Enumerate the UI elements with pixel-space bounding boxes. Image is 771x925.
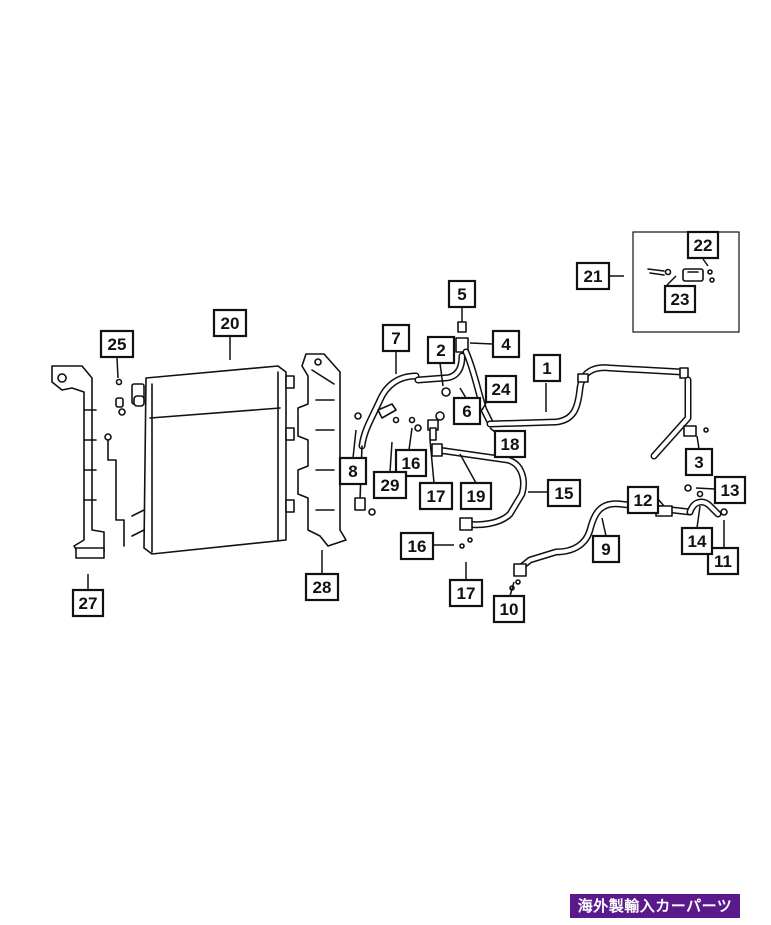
- callout-24: 24: [484, 374, 518, 404]
- svg-text:7: 7: [391, 329, 400, 348]
- svg-text:15: 15: [555, 484, 574, 503]
- svg-text:22: 22: [694, 236, 713, 255]
- svg-text:17: 17: [457, 584, 476, 603]
- callout-22: 22: [686, 230, 720, 260]
- svg-text:2: 2: [436, 341, 445, 360]
- callout-18: 18: [493, 429, 527, 459]
- callout-23: 23: [663, 284, 697, 314]
- svg-text:29: 29: [381, 476, 400, 495]
- svg-text:3: 3: [694, 453, 703, 472]
- svg-text:27: 27: [79, 594, 98, 613]
- leader-lines: [87, 258, 725, 597]
- svg-text:10: 10: [500, 600, 519, 619]
- callout-17a: 17: [418, 481, 454, 511]
- left-bracket-drawing: [51, 365, 125, 559]
- svg-text:17: 17: [427, 487, 446, 506]
- svg-text:14: 14: [688, 532, 707, 551]
- svg-text:8: 8: [348, 462, 357, 481]
- svg-text:16: 16: [402, 454, 421, 473]
- svg-text:16: 16: [408, 537, 427, 556]
- shop-banner: 海外製輸入カーパーツ: [570, 894, 740, 918]
- svg-text:25: 25: [108, 335, 127, 354]
- inset-frame: [632, 231, 740, 333]
- fittings-2-6-drawing: [392, 321, 494, 441]
- callout-16b: 16: [399, 531, 435, 561]
- svg-text:6: 6: [462, 402, 471, 421]
- callout-27: 27: [71, 588, 105, 618]
- svg-text:20: 20: [221, 314, 240, 333]
- svg-text:9: 9: [601, 540, 610, 559]
- condenser-drawing: [131, 365, 295, 555]
- callout-7: 7: [381, 323, 411, 353]
- callout-14: 14: [680, 526, 714, 556]
- svg-text:4: 4: [501, 335, 511, 354]
- callout-13: 13: [713, 475, 747, 505]
- svg-text:28: 28: [313, 578, 332, 597]
- callout-10: 10: [492, 594, 526, 624]
- callout-28: 28: [304, 572, 340, 602]
- svg-text:13: 13: [721, 481, 740, 500]
- svg-text:19: 19: [467, 487, 486, 506]
- callout-9: 9: [591, 534, 621, 564]
- ac-line-1-drawing: [486, 364, 709, 460]
- svg-text:12: 12: [634, 491, 653, 510]
- ac-line-7-8-drawing: [354, 372, 420, 516]
- callout-20: 20: [212, 308, 248, 338]
- callout-5: 5: [447, 279, 477, 309]
- callout-29: 29: [372, 470, 408, 500]
- callout-6: 6: [452, 396, 482, 426]
- svg-text:24: 24: [492, 380, 511, 399]
- ac-line-9-12-14-drawing: [509, 484, 728, 591]
- callout-15: 15: [546, 478, 582, 508]
- callout-12: 12: [626, 485, 660, 515]
- callout-21: 21: [575, 261, 611, 291]
- expansion-valve-drawing: [647, 268, 715, 283]
- svg-text:5: 5: [457, 285, 466, 304]
- callout-25: 25: [99, 329, 135, 359]
- svg-text:1: 1: [542, 359, 551, 378]
- svg-text:11: 11: [714, 552, 732, 571]
- callout-1: 1: [532, 353, 562, 383]
- callout-17b: 17: [448, 578, 484, 608]
- callout-4: 4: [491, 329, 521, 359]
- ac-line-15-19-drawing: [414, 424, 527, 549]
- callout-19: 19: [459, 481, 493, 511]
- svg-text:21: 21: [584, 267, 603, 286]
- callout-8: 8: [338, 456, 368, 486]
- callout-3: 3: [684, 447, 714, 477]
- right-bracket-drawing: [297, 353, 347, 547]
- callout-2: 2: [426, 335, 456, 365]
- svg-text:18: 18: [501, 435, 520, 454]
- fasteners-25-drawing: [115, 378, 126, 416]
- svg-text:23: 23: [671, 290, 690, 309]
